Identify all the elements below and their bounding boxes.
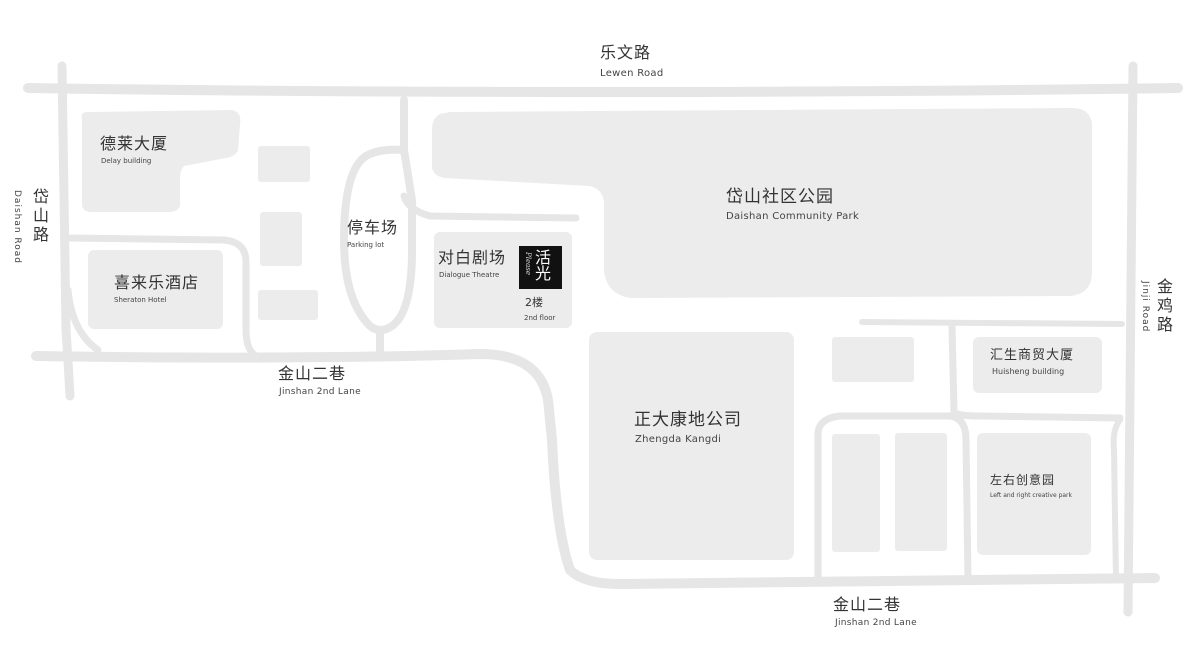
daishan-road-label-en: Daishan Road <box>12 190 22 265</box>
zuoyou-block <box>977 433 1091 555</box>
inner-west-road <box>64 234 260 360</box>
theatre-logo-chars: 活光 <box>532 249 551 281</box>
parking-loop <box>340 96 416 334</box>
jinji-road-line <box>1123 61 1138 617</box>
small-block-4 <box>832 337 914 382</box>
huisheng-label-zh: 汇生商贸大厦 <box>990 348 1075 363</box>
east-inner-road <box>948 322 1124 422</box>
parking-label-en: Parking lot <box>347 241 385 249</box>
small-block-3 <box>258 290 318 320</box>
park-south-road <box>859 319 1125 327</box>
jinshan-lane-south-label-zh: 金山二巷 <box>833 595 902 614</box>
delay-building-label-en: Delay building <box>101 157 152 165</box>
park-label-zh: 岱山社区公园 <box>726 187 834 207</box>
sheraton-label-zh: 喜来乐酒店 <box>114 273 200 292</box>
delay-building-block <box>81 110 241 212</box>
daishan-road-line <box>57 61 75 401</box>
huisheng-block <box>973 337 1102 393</box>
jinji-road-label-en: Jinji Road <box>1140 281 1150 333</box>
daishan-road-label-zh: 岱山路 <box>30 188 49 245</box>
inner-west-road-2 <box>64 286 102 354</box>
park-label-en: Daishan Community Park <box>726 211 860 222</box>
east-loop <box>814 412 972 584</box>
theatre-logo-icon: Please 活光 <box>519 246 562 289</box>
block-s2 <box>895 433 947 551</box>
zuoyou-loop <box>1110 417 1123 583</box>
parking-label-zh: 停车场 <box>347 218 399 237</box>
jinshan-lane-west-label-zh: 金山二巷 <box>278 364 347 383</box>
huisheng-label-en: Huisheng building <box>992 367 1065 376</box>
sheraton-block <box>88 250 223 329</box>
sheraton-label-en: Sheraton Hotel <box>114 296 167 304</box>
park-block <box>432 108 1092 298</box>
small-block-1 <box>258 146 310 182</box>
block-s1 <box>832 434 880 552</box>
theatre-label-zh: 对白剧场 <box>438 248 507 267</box>
lewen-road-line <box>23 83 1183 97</box>
map-blocks <box>81 108 1102 560</box>
lewen-road-label-en: Lewen Road <box>600 68 664 79</box>
zuoyou-label-zh: 左右创意园 <box>990 473 1056 487</box>
jinji-road-label-zh: 金鸡路 <box>1154 278 1173 335</box>
theatre-label-en: Dialogue Theatre <box>439 271 500 279</box>
jinshan-lane-south-label-en: Jinshan 2nd Lane <box>835 618 917 628</box>
zhengda-block <box>589 332 794 560</box>
zhengda-label-en: Zhengda Kangdi <box>635 434 722 445</box>
delay-building-label-zh: 德莱大厦 <box>100 134 169 153</box>
small-block-2 <box>260 212 302 266</box>
theatre-logo-signature: Please <box>524 252 532 275</box>
zhengda-label-zh: 正大康地公司 <box>634 410 742 430</box>
zuoyou-label-en: Left and right creative park <box>990 492 1072 499</box>
jinshan-lane-west-label-en: Jinshan 2nd Lane <box>279 387 361 397</box>
lewen-road-label-zh: 乐文路 <box>600 43 652 62</box>
theatre-floor-label-zh: 2楼 <box>525 296 543 309</box>
park-west-road <box>400 192 580 222</box>
map-roads <box>23 61 1183 617</box>
theatre-floor-label-en: 2nd floor <box>524 314 556 322</box>
jinshan-lane-line <box>31 349 1160 589</box>
